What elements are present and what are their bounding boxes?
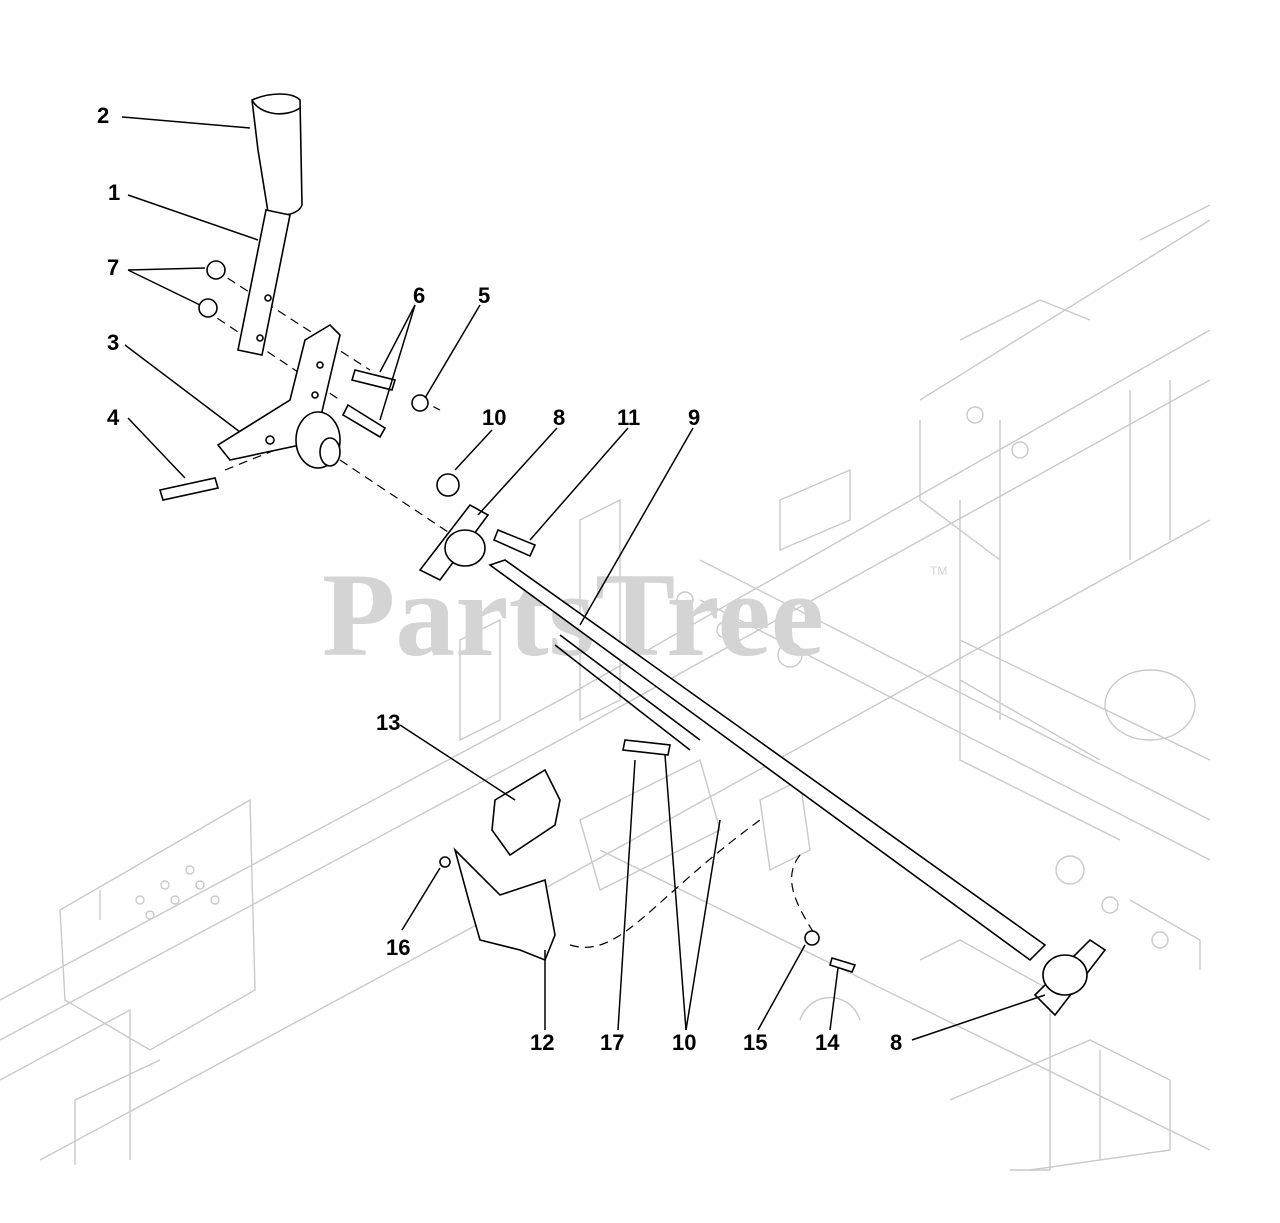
callout-11: 11: [617, 405, 640, 430]
callout-12: 12: [530, 1030, 554, 1055]
shaft-bearing-right: [1033, 938, 1107, 1017]
callout-4: 4: [107, 405, 120, 430]
callout-8-top: 8: [553, 405, 565, 430]
callout-13: 13: [376, 710, 400, 735]
switch-12: [453, 847, 556, 962]
watermark-trademark: TM: [930, 564, 947, 578]
callout-1: 1: [108, 180, 120, 205]
shaft-bearing-left: [418, 503, 490, 582]
callout-10-top: 10: [482, 405, 506, 430]
cross-shaft: [488, 559, 1047, 962]
switch-13: [491, 768, 561, 857]
callout-16: 16: [386, 935, 410, 960]
small-hardware: [439, 739, 857, 973]
lever-grip: [251, 93, 303, 216]
hardware: [158, 260, 537, 558]
mower-frame: [0, 204, 1211, 1171]
callout-2: 2: [97, 103, 109, 128]
callout-10-bottom: 10: [672, 1030, 696, 1055]
callout-9: 9: [688, 405, 700, 430]
callouts: 2 1 7 6 5 3 4 10 8 11 9 13 16 12 17 10 1…: [97, 103, 902, 1055]
callout-3: 3: [107, 330, 119, 355]
callout-6: 6: [413, 283, 425, 308]
callout-5: 5: [478, 283, 490, 308]
callout-7: 7: [107, 255, 119, 280]
lever-mount-bracket: [216, 323, 341, 469]
callout-8-bottom: 8: [890, 1030, 902, 1055]
callout-17: 17: [600, 1030, 624, 1055]
callout-15: 15: [743, 1030, 767, 1055]
control-lever: [237, 209, 291, 356]
callout-14: 14: [815, 1030, 840, 1055]
leader-lines: [121, 116, 1046, 1041]
